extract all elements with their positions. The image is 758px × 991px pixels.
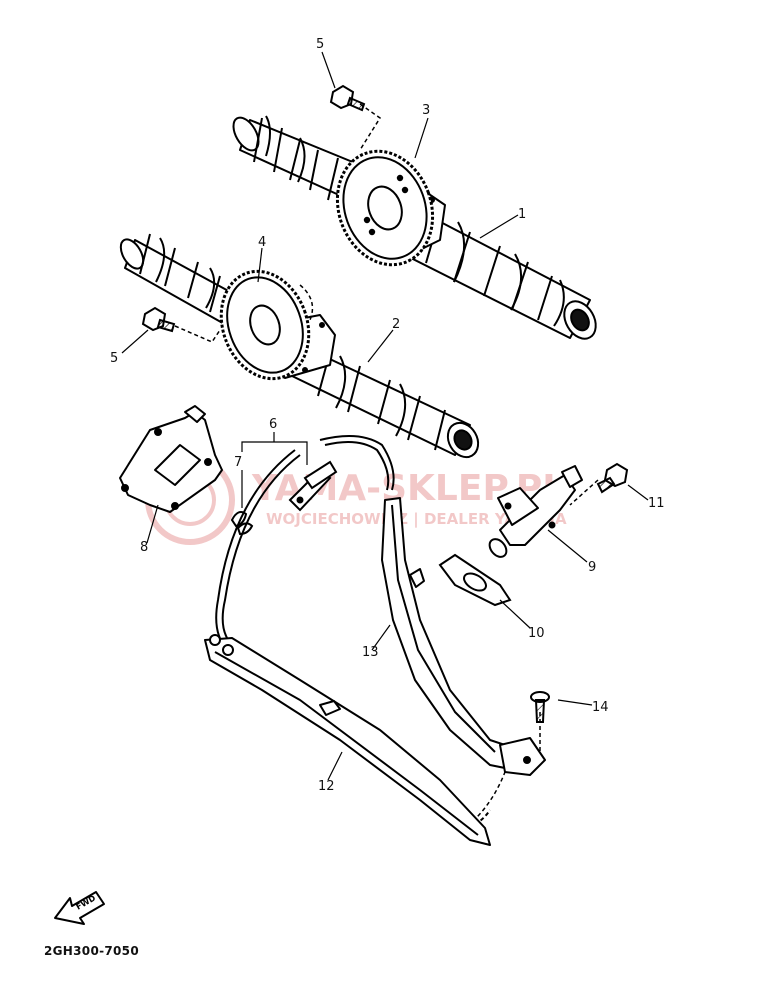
label-5-top: 5 xyxy=(316,37,324,52)
chain-guide-bracket xyxy=(119,405,223,513)
label-1: 1 xyxy=(518,207,526,222)
label-bracket-6 xyxy=(241,432,308,508)
drawing-code: 2GH300-7050 xyxy=(44,944,139,958)
fwd-arrow-icon: FWD xyxy=(54,891,105,925)
tensioner-gasket xyxy=(438,553,512,607)
watermark-subtitle: WOJCIECHOWICZ | DEALER YAMAHA xyxy=(266,510,567,529)
label-11: 11 xyxy=(648,496,665,511)
guide-bolt xyxy=(530,691,550,723)
label-7: 7 xyxy=(234,455,242,470)
label-2: 2 xyxy=(392,317,400,332)
label-4: 4 xyxy=(258,235,266,250)
cam-sprocket-upper xyxy=(335,149,435,267)
label-9: 9 xyxy=(588,560,596,575)
label-3: 3 xyxy=(422,103,430,118)
label-12: 12 xyxy=(318,779,335,794)
chain-guide-exhaust-side xyxy=(204,634,491,846)
bolt-lower xyxy=(141,306,176,333)
chain-joint-link xyxy=(288,460,338,512)
label-5-bottom: 5 xyxy=(110,351,118,366)
tensioner-bolt xyxy=(596,462,629,494)
chain-tensioner xyxy=(488,465,583,558)
label-14: 14 xyxy=(592,700,609,715)
label-leaders xyxy=(121,51,649,781)
timing-chain xyxy=(215,435,491,831)
cam-sprocket-lower xyxy=(219,269,311,381)
label-8: 8 xyxy=(140,540,148,555)
label-13: 13 xyxy=(362,645,379,660)
label-6: 6 xyxy=(269,417,277,432)
bolt-upper xyxy=(329,84,366,112)
label-10: 10 xyxy=(528,626,545,641)
chain-guide-tensioner-side xyxy=(381,497,546,776)
